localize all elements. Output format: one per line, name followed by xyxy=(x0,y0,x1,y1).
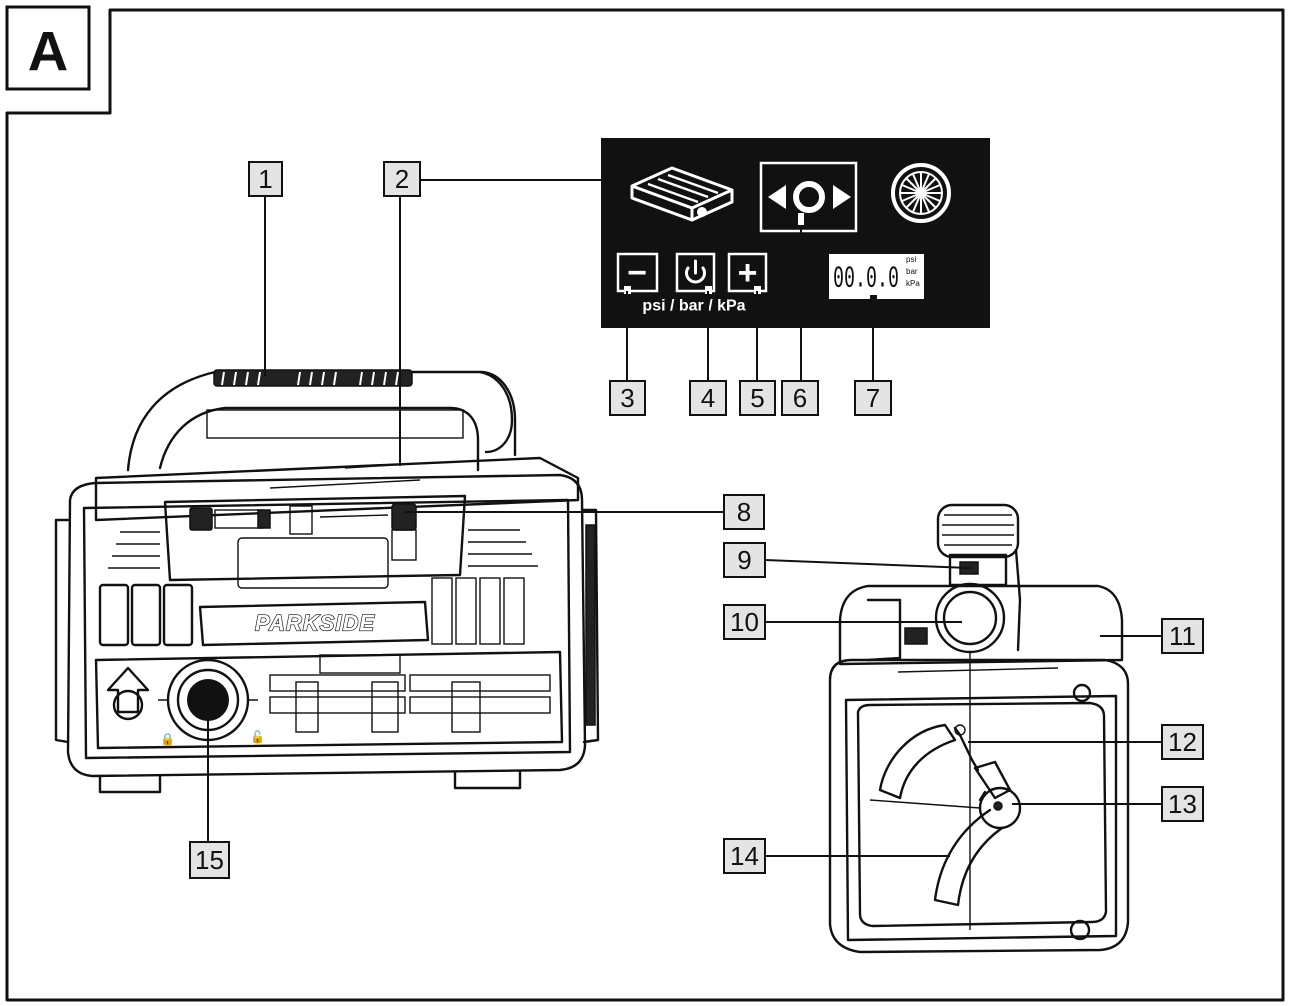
callout-12-label: 12 xyxy=(1168,727,1197,757)
callout-9: 9 xyxy=(723,542,766,578)
callout-1: 1 xyxy=(248,161,283,197)
callout-3: 3 xyxy=(609,380,646,416)
callout-8: 8 xyxy=(723,494,765,530)
callout-14: 14 xyxy=(723,838,766,874)
callout-12: 12 xyxy=(1161,724,1204,760)
callout-1-label: 1 xyxy=(258,164,272,194)
brand-label: PARKSIDE xyxy=(255,611,375,636)
callout-11-label: 11 xyxy=(1169,621,1196,651)
pressure-display: 00.0.0 psi bar kPa xyxy=(829,254,924,303)
callout-10: 10 xyxy=(723,604,766,640)
minus-button-icon: − xyxy=(616,252,659,294)
callout-2: 2 xyxy=(383,161,421,197)
callout-4-label: 4 xyxy=(701,383,715,413)
figure-frame: A xyxy=(5,5,1285,1002)
callout-5-label: 5 xyxy=(750,383,764,413)
callout-15: 15 xyxy=(189,841,230,879)
leader-lines xyxy=(207,179,1162,857)
wheel-icon xyxy=(891,163,951,223)
lock-icon-right: 🔓 xyxy=(250,730,265,744)
release-arrow-icon xyxy=(106,666,150,721)
callout-4: 4 xyxy=(689,380,727,416)
callout-8-label: 8 xyxy=(737,497,751,527)
plus-button-icon: + xyxy=(727,252,768,294)
figure-label-box xyxy=(5,5,91,91)
unit-label: psi / bar / kPa xyxy=(642,298,745,315)
callout-7: 7 xyxy=(854,380,892,416)
callout-5: 5 xyxy=(739,380,776,416)
air-mattress-icon xyxy=(630,166,734,222)
display-unit-bar: bar xyxy=(906,267,918,276)
mode-selector-icon xyxy=(759,161,858,233)
power-button-icon xyxy=(675,252,716,294)
figure-label: A xyxy=(28,20,68,83)
callout-3-label: 3 xyxy=(620,383,634,413)
callout-9-label: 9 xyxy=(737,545,751,575)
callout-11: 11 xyxy=(1161,618,1204,654)
plus-glyph: + xyxy=(738,254,758,292)
lock-icon-left: 🔒 xyxy=(160,732,175,746)
callout-7-label: 7 xyxy=(866,383,880,413)
display-unit-kpa: kPa xyxy=(906,279,920,288)
callout-6: 6 xyxy=(781,380,819,416)
display-digits: 00.0.0 xyxy=(833,261,899,294)
callout-15-label: 15 xyxy=(195,845,224,875)
callout-13-label: 13 xyxy=(1168,789,1197,819)
callout-14-label: 14 xyxy=(730,841,759,871)
compressor-front-view: PARKSIDE 🔒 🔓 xyxy=(54,369,600,794)
leader-9 xyxy=(764,559,971,569)
display-unit-psi: psi xyxy=(906,255,916,264)
callout-2-label: 2 xyxy=(395,164,409,194)
minus-glyph: − xyxy=(627,254,647,292)
callout-10-label: 10 xyxy=(730,607,759,637)
callout-13: 13 xyxy=(1161,786,1204,822)
callout-6-label: 6 xyxy=(793,383,807,413)
compressor-rear-view xyxy=(828,503,1130,954)
control-panel-inset: − + psi / bar / kPa 00.0.0 psi bar kPa xyxy=(601,138,990,328)
